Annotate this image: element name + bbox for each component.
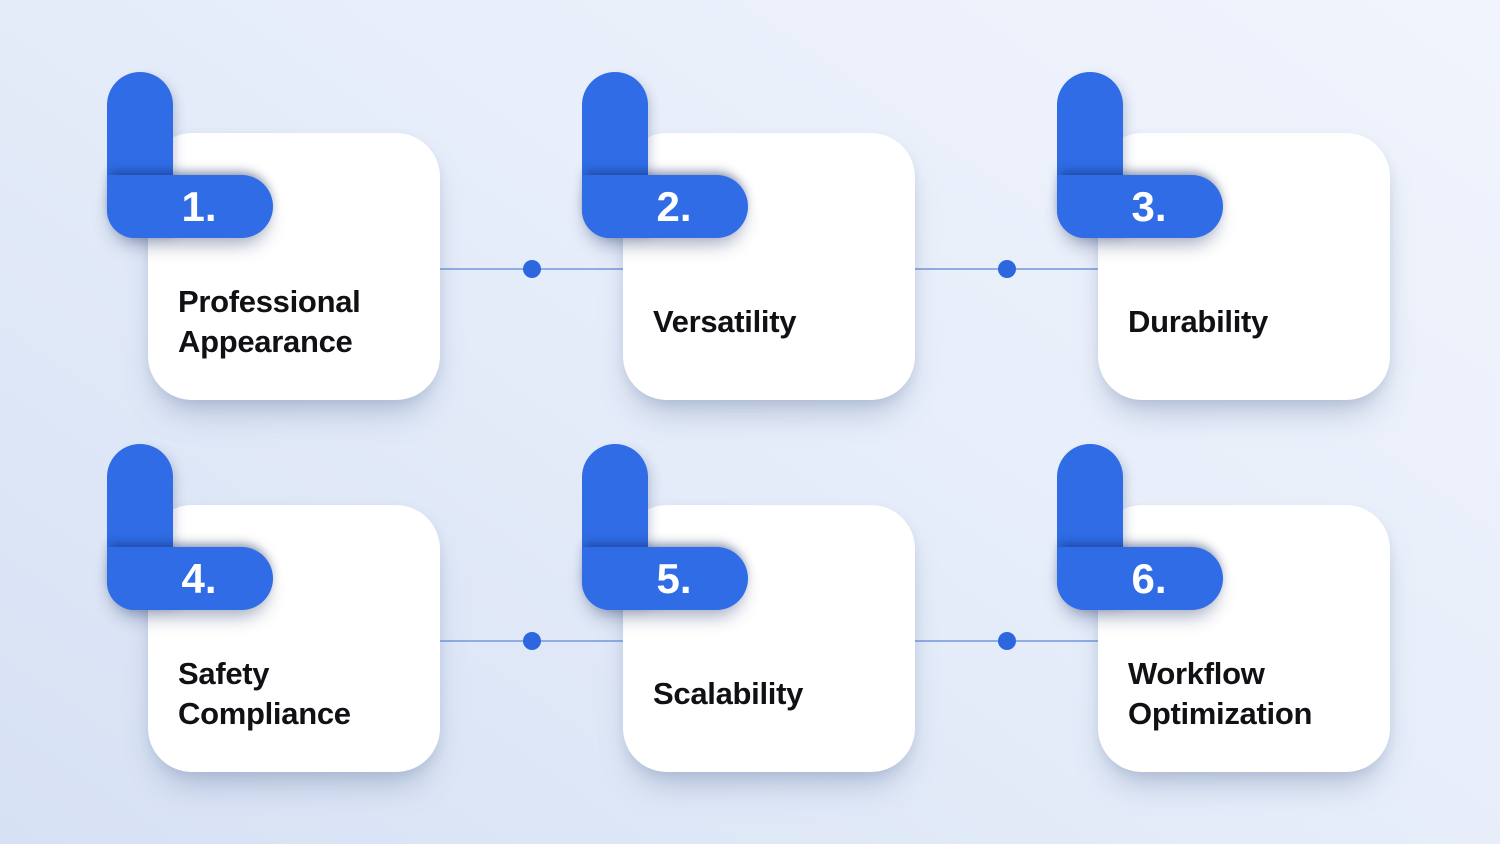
card-durability: 3. Durability [1057, 72, 1390, 400]
card-versatility: 2. Versatility [582, 72, 915, 400]
card-background [623, 505, 915, 772]
number-tab-pill: 1. [107, 175, 273, 238]
card-title: Safety Compliance [178, 656, 351, 731]
card-title: Professional Appearance [178, 284, 361, 359]
card-safety-compliance: 4. Safety Compliance [107, 444, 440, 772]
card-title: Scalability [653, 676, 804, 711]
step-number: 3. [1131, 182, 1167, 230]
card-title: Versatility [653, 304, 797, 339]
card-scalability: 5. Scalability [582, 444, 915, 772]
connector-dot [997, 632, 1016, 650]
card-background [623, 133, 915, 400]
number-tab-pill: 6. [1057, 547, 1223, 610]
step-number: 2. [656, 182, 692, 230]
connector-row2-left [440, 632, 623, 650]
number-tab-pill: 2. [582, 175, 748, 238]
step-number: 6. [1131, 554, 1167, 602]
step-number: 5. [656, 554, 692, 602]
card-professional-appearance: 1. Professional Appearance [107, 72, 440, 400]
connector-dot [522, 632, 541, 650]
card-background [1098, 133, 1390, 400]
number-tab-pill: 4. [107, 547, 273, 610]
card-title: Durability [1128, 304, 1268, 339]
number-tab-pill: 3. [1057, 175, 1223, 238]
number-tab-pill: 5. [582, 547, 748, 610]
card-title: Workflow Optimization [1128, 656, 1313, 731]
connector-row1-right [915, 260, 1098, 278]
step-number: 4. [181, 554, 217, 602]
connector-row1-left [440, 260, 623, 278]
card-workflow-optimization: 6. Workflow Optimization [1057, 444, 1390, 772]
connector-dot [997, 260, 1016, 278]
connector-row2-right [915, 632, 1098, 650]
connector-dot [522, 260, 541, 278]
step-number: 1. [181, 182, 217, 230]
